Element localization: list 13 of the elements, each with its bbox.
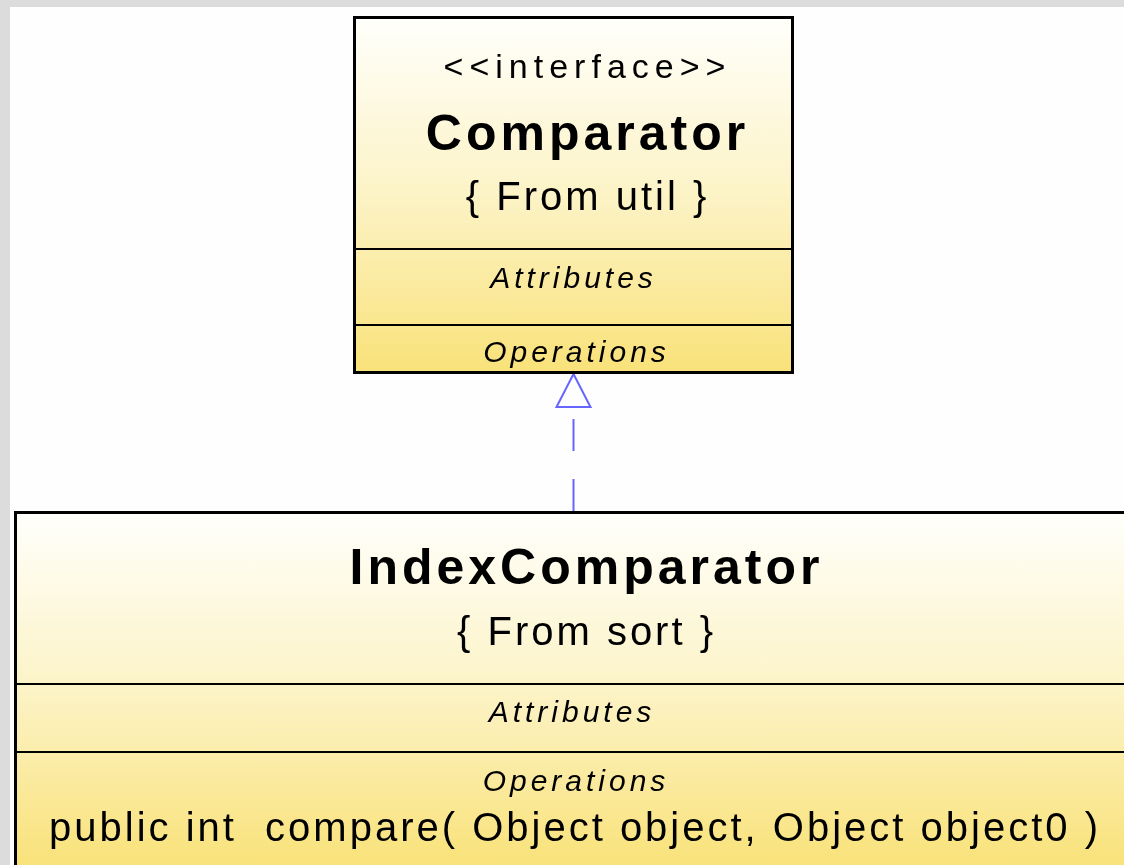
realization-arrow <box>555 373 592 512</box>
class-name: IndexComparator <box>349 539 824 595</box>
class-box <box>14 511 1124 865</box>
class-box <box>353 16 794 374</box>
compartment-title: Operations <box>482 765 670 797</box>
method-signature: public int compare( Object object, Object object0 ) <box>49 804 1101 850</box>
compartment-title: Attributes <box>490 262 657 294</box>
stereotype-label: <<interface>> <box>443 46 732 86</box>
compartment-title: Attributes <box>488 696 656 728</box>
compartment-title: Operations <box>483 336 670 368</box>
class-name: Comparator <box>425 105 750 161</box>
package-note: { From sort } <box>456 608 717 654</box>
package-note: { From util } <box>465 173 710 219</box>
